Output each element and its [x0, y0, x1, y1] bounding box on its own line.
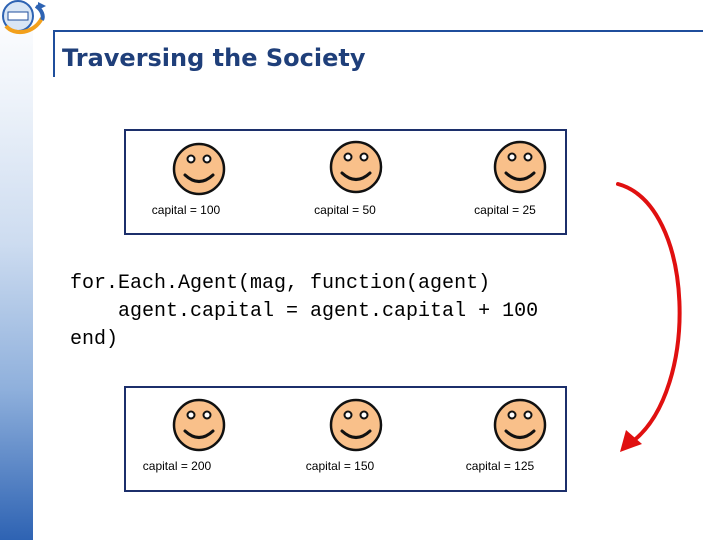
agent-capital-label: capital = 125 — [465, 459, 535, 473]
title-rule-vertical — [53, 30, 55, 77]
agent-capital-label: capital = 200 — [142, 459, 212, 473]
smiley-face-icon — [329, 140, 383, 194]
agent-capital-label: capital = 50 — [314, 203, 376, 217]
slide-title: Traversing the Society — [62, 44, 366, 72]
smiley-face-icon — [172, 142, 226, 196]
agent-capital-label: capital = 25 — [474, 203, 536, 217]
code-line: agent.capital = agent.capital + 100 — [70, 300, 539, 323]
curved-arrow-icon — [616, 182, 682, 452]
code-line: for.Each.Agent(mag, function(agent) — [70, 272, 491, 295]
agent-capital-label: capital = 100 — [151, 203, 221, 217]
smiley-face-icon — [493, 140, 547, 194]
agent-capital-label: capital = 150 — [305, 459, 375, 473]
sidebar-gradient — [0, 0, 33, 540]
smiley-face-icon — [493, 398, 547, 452]
smiley-face-icon — [329, 398, 383, 452]
institution-logo-icon — [2, 0, 46, 35]
code-line: end) — [70, 328, 119, 351]
code-block: for.Each.Agent(mag, function(agent) agen… — [70, 270, 538, 354]
smiley-face-icon — [172, 398, 226, 452]
title-rule-horizontal — [53, 30, 703, 32]
